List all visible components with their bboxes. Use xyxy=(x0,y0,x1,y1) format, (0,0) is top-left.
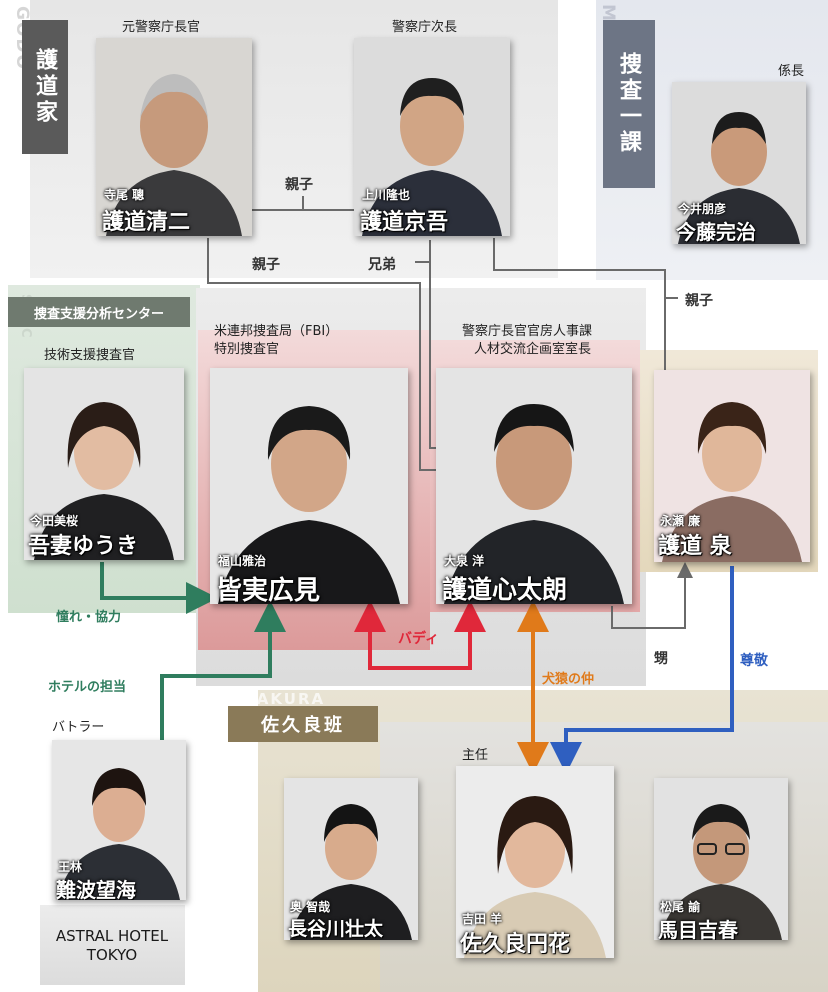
caption-ourin: バトラー xyxy=(52,720,105,735)
caption-kamikawa: 警察庁次長 xyxy=(392,20,458,35)
portrait-photo xyxy=(96,38,252,236)
oyako-line-kyogo-izumi xyxy=(493,238,666,372)
portrait-photo xyxy=(654,370,810,562)
person-card-matsuo[interactable]: 松尾 諭 馬目吉春 xyxy=(654,778,788,940)
oyako-line-seiji-shintaro xyxy=(207,238,436,471)
actor-name: 王林 xyxy=(58,860,83,874)
caption-imada: 技術支援捜査官 xyxy=(44,348,136,363)
role-name: 護道 泉 xyxy=(658,533,732,559)
person-card-kamikawa[interactable]: 上川隆也 護道京吾 xyxy=(354,38,510,236)
akogare-arrow xyxy=(100,562,218,614)
portrait-photo xyxy=(210,368,408,604)
hotel-label-line2: TOKYO xyxy=(86,946,138,964)
rel-oyako-top: 親子 xyxy=(285,177,313,193)
portrait-photo xyxy=(24,368,184,560)
oi-line xyxy=(611,562,693,629)
caption-yoshida: 主任 xyxy=(462,748,489,763)
role-name: 吾妻ゆうき xyxy=(28,533,139,559)
role-name: 長谷川壮太 xyxy=(288,918,384,940)
person-card-oku[interactable]: 奥 智哉 長谷川壮太 xyxy=(284,778,418,940)
person-card-oizumi[interactable]: 大泉 洋 護道心太朗 xyxy=(436,368,632,604)
rel-buddy: バディ xyxy=(398,631,440,647)
role-name: 護道心太朗 xyxy=(442,575,568,604)
sonkei-arrow xyxy=(550,566,734,774)
buddy-arrow-left xyxy=(354,600,420,670)
person-card-ourin[interactable]: 王林 難波望海 xyxy=(52,740,186,900)
caption-terao: 元警察庁長官 xyxy=(122,20,201,35)
actor-name: 福山雅治 xyxy=(218,554,267,568)
rel-sonkei: 尊敬 xyxy=(740,653,768,669)
role-name: 護道京吾 xyxy=(360,209,449,235)
portrait-photo xyxy=(672,82,806,244)
person-card-fukuyama[interactable]: 福山雅治 皆実広見 xyxy=(210,368,408,604)
rel-akogare: 憧れ・協力 xyxy=(56,610,122,625)
actor-name: 松尾 諭 xyxy=(660,900,701,914)
role-name: 馬目吉春 xyxy=(658,918,738,940)
portrait-photo xyxy=(436,368,632,604)
actor-name: 奥 智哉 xyxy=(290,900,331,914)
person-card-imada[interactable]: 今田美桜 吾妻ゆうき xyxy=(24,368,184,560)
sakura-ghost-text: SAKURA xyxy=(244,690,326,708)
rel-oyako-right: 親子 xyxy=(685,293,713,309)
actor-name: 永瀬 廉 xyxy=(660,514,701,528)
role-name: 今藤完治 xyxy=(676,220,756,244)
caption-imai: 係長 xyxy=(778,64,805,79)
ssbc-group-tag: 捜査支援分析センター xyxy=(8,297,190,327)
person-card-nagase[interactable]: 永瀬 廉 護道 泉 xyxy=(654,370,810,562)
caption-fukuyama-line2: 特別捜査官 xyxy=(214,342,280,357)
role-name: 護道清二 xyxy=(102,209,191,235)
person-card-yoshida[interactable]: 吉田 羊 佐久良円花 xyxy=(456,766,614,958)
role-name: 佐久良円花 xyxy=(460,931,571,957)
rel-kyodai: 兄弟 xyxy=(368,257,396,273)
actor-name: 大泉 洋 xyxy=(444,554,485,568)
kyodai-line xyxy=(429,240,436,449)
hotel-label-line1: ASTRAL HOTEL xyxy=(55,927,169,945)
buddy-arrow-right xyxy=(420,600,486,670)
portrait-photo xyxy=(354,38,510,236)
actor-name: 吉田 羊 xyxy=(462,912,503,926)
actor-name: 今井朋彦 xyxy=(678,202,727,216)
mpd-group-tag: 捜査一課 xyxy=(603,20,655,188)
hotel-zone xyxy=(40,905,185,985)
person-card-imai[interactable]: 今井朋彦 今藤完治 xyxy=(672,82,806,244)
rel-hotel-tanto: ホテルの担当 xyxy=(48,680,127,695)
actor-name: 今田美桜 xyxy=(30,514,79,528)
role-name: 皆実広見 xyxy=(216,576,321,604)
actor-name: 寺尾 聰 xyxy=(104,188,145,202)
rel-oi: 甥 xyxy=(654,651,668,667)
caption-oizumi-line1: 警察庁長官官房人事課 xyxy=(462,324,593,339)
rel-oyako-mid: 親子 xyxy=(252,257,280,273)
sakura-group-tag: 佐久良班 xyxy=(228,706,378,742)
person-card-terao[interactable]: 寺尾 聰 護道清二 xyxy=(96,38,252,236)
portrait-photo xyxy=(456,766,614,958)
rel-kenen: 犬猿の仲 xyxy=(542,672,595,687)
caption-fukuyama-line1: 米連邦捜査局（FBI） xyxy=(214,324,339,339)
actor-name: 上川隆也 xyxy=(362,188,411,202)
hotel-label: ASTRAL HOTEL TOKYO xyxy=(44,915,180,977)
portrait-photo xyxy=(52,740,186,900)
portrait-photo xyxy=(654,778,788,940)
role-name: 難波望海 xyxy=(56,878,136,900)
caption-oizumi-line2: 人材交流企画室室長 xyxy=(474,342,592,357)
hotel-tanto-arrow xyxy=(160,600,286,740)
portrait-photo xyxy=(284,778,418,940)
godo-group-tag: 護道家 xyxy=(22,20,68,154)
